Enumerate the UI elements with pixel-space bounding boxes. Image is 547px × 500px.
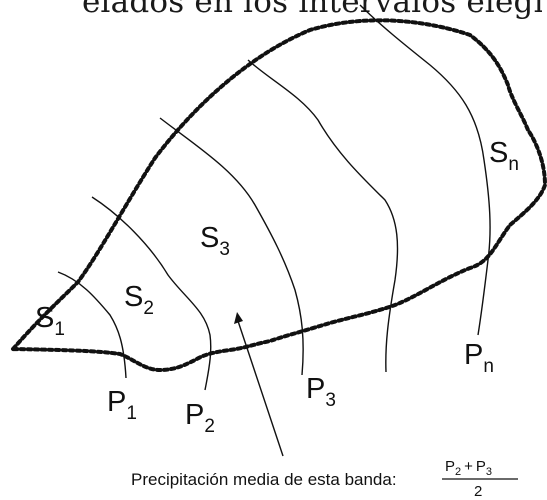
- formula-denominator: 2: [474, 483, 482, 500]
- mean-formula: P2+P3 2: [442, 458, 518, 500]
- isohyet-label-p2: P2: [185, 399, 215, 437]
- region-label-sn: Sn: [489, 137, 519, 175]
- page-text-fragment: elados en los intervalos elegidos. El: [82, 0, 542, 20]
- isohyet-label-p3: P3: [306, 373, 336, 411]
- isohyet-label-p1: P1: [107, 386, 137, 424]
- region-label-s3: S3: [200, 222, 230, 260]
- caption-text: Precipitación media de esta banda:: [131, 470, 397, 489]
- isohyet-line-p3: [159, 117, 304, 376]
- isohyet-line-p2: [91, 196, 212, 391]
- isohyet-line-pn: [359, 4, 491, 336]
- region-label-s1: S1: [35, 302, 65, 340]
- isohyet-line-p4: [247, 59, 399, 373]
- isohyet-label-pn: Pn: [464, 339, 494, 377]
- isohyet-line-p1: [57, 271, 127, 379]
- formula-numerator: P2+P3: [445, 458, 492, 478]
- arrow-icon: [234, 312, 284, 457]
- basin-boundary: [8, 18, 547, 373]
- region-label-s2: S2: [124, 281, 154, 319]
